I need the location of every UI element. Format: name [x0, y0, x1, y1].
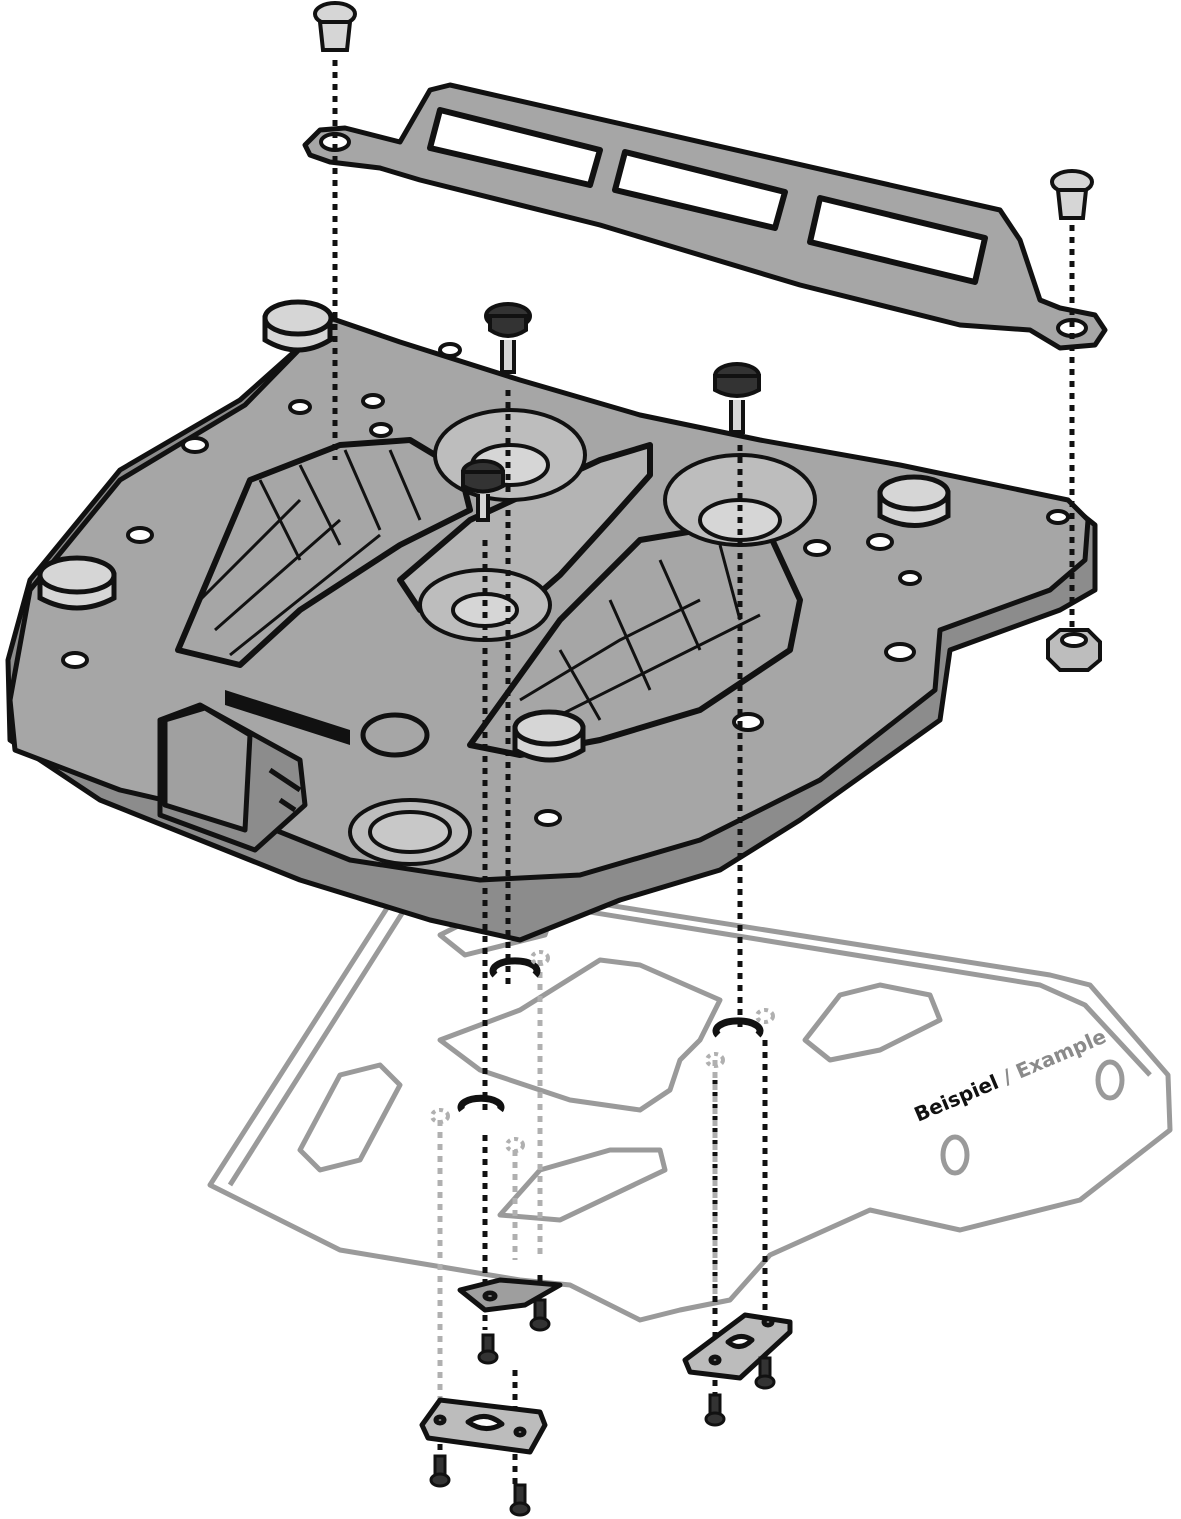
bolt-2 — [477, 1333, 499, 1365]
buffer-left — [37, 555, 117, 611]
clamp-plate-upper — [457, 1277, 563, 1313]
buffer-right — [877, 474, 951, 528]
rack-inner-edge — [227, 883, 1152, 1187]
carrier-rack — [207, 867, 1173, 1323]
circlip-2 — [712, 1017, 764, 1038]
bottom-bolts — [429, 1298, 776, 1517]
bolt-5 — [429, 1454, 451, 1488]
bolt-3 — [754, 1356, 776, 1390]
circlip-3 — [457, 1094, 505, 1113]
pin-2 — [713, 362, 761, 434]
example-label-secondary: Example — [1012, 1024, 1109, 1083]
clamp-plates — [419, 1277, 793, 1455]
screw-top-left — [313, 1, 357, 52]
buffer-rear-left — [262, 299, 334, 353]
clamp-plate-right — [682, 1312, 793, 1381]
svg-text:Beispiel / Example: Beispiel / Example — [911, 1024, 1110, 1127]
rack-hole-right-1 — [1095, 1059, 1125, 1101]
grab-bar-slot-2 — [612, 149, 788, 231]
grab-bar-slot-3 — [807, 195, 988, 285]
circlips — [457, 957, 764, 1113]
pin-3 — [461, 459, 505, 522]
circlip-1 — [489, 957, 541, 978]
grab-bar-slot-1 — [427, 107, 603, 188]
rack-cutout-left — [297, 1062, 403, 1173]
grab-bar-body — [302, 82, 1108, 351]
rack-hole-right-2 — [940, 1134, 970, 1176]
rack-outline — [207, 867, 1173, 1323]
clamp-plate-lower — [419, 1397, 548, 1455]
plate-holes — [61, 342, 1070, 827]
adapter-plate — [5, 315, 1098, 943]
pin-1 — [484, 302, 532, 374]
buffer-front — [512, 709, 586, 763]
bolt-1 — [529, 1298, 551, 1332]
bolt-4 — [704, 1393, 726, 1427]
hex-nut — [1046, 628, 1102, 672]
circlips-ghost — [430, 950, 775, 1153]
example-label-primary: Beispiel — [911, 1070, 1002, 1127]
rubber-buffers — [37, 299, 951, 763]
rack-cutout-center — [437, 957, 723, 1113]
assembly-lines-ghost — [437, 960, 718, 1400]
brand-logo-mark — [225, 690, 430, 758]
rack-cutout-lower — [497, 1147, 668, 1223]
example-label: Beispiel / Example — [911, 1024, 1110, 1127]
grab-bar — [302, 82, 1108, 351]
screw-top-right — [1050, 169, 1094, 220]
lattice-ribs-right — [519, 544, 761, 727]
lattice-ribs-left — [198, 449, 422, 657]
bolt-6 — [509, 1483, 531, 1517]
plate-latch — [157, 702, 308, 853]
locking-pins — [461, 302, 761, 522]
rack-cutout-right — [802, 982, 943, 1063]
